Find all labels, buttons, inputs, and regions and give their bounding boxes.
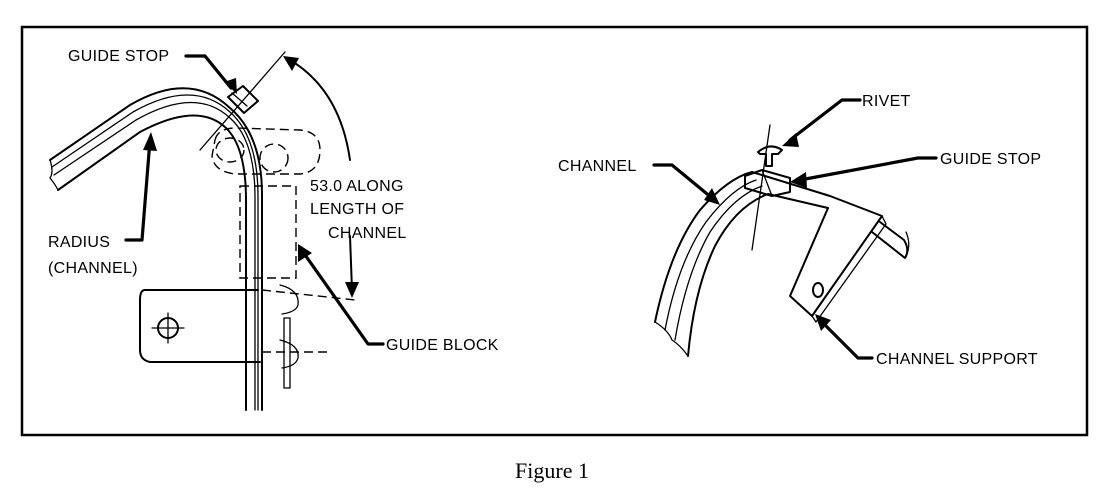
- label-radius: RADIUS: [48, 234, 110, 251]
- label-guide-stop-right: GUIDE STOP: [940, 151, 1041, 168]
- channel-support-arrow: [815, 314, 831, 331]
- left-view: GUIDE STOP RADIUS (CHANNEL) 53.0 ALONG L…: [48, 48, 499, 411]
- pin-lower: [279, 339, 299, 369]
- channel-slot: [283, 317, 291, 389]
- rivet-arrow: [782, 133, 799, 147]
- guide-stop-block: [227, 85, 259, 114]
- channel-groove-r1: [664, 179, 757, 331]
- channel-break-right: [654, 321, 689, 357]
- plate-extension-dashed: [261, 289, 356, 301]
- label-guide-stop-left: GUIDE STOP: [68, 48, 169, 65]
- bracket-thickness: [811, 215, 887, 323]
- channel-support-bracket: [789, 195, 883, 317]
- guide-block-arrow: [298, 244, 312, 262]
- channel-groove-r2: [674, 185, 763, 341]
- label-dimension-line2: LENGTH OF: [310, 201, 404, 218]
- label-channel: CHANNEL: [558, 158, 637, 175]
- channel-break-end: [49, 159, 59, 191]
- guide-block-plate: [139, 289, 261, 363]
- channel-groove-2: [51, 94, 259, 411]
- radius-arrow: [143, 132, 157, 151]
- channel-support-leader: [820, 320, 874, 360]
- dimension-line-lower: [349, 235, 353, 291]
- label-dimension-line1: 53.0 ALONG: [310, 178, 404, 195]
- dimension-arrow-top: [283, 56, 299, 71]
- channel-groove: [53, 101, 256, 411]
- label-rivet: RIVET: [862, 93, 911, 110]
- guide-block-leader: [301, 250, 385, 346]
- label-dimension-line3: CHANNEL: [328, 225, 407, 242]
- guide-stop-edge: [761, 169, 773, 197]
- guide-stop-leader-right: [798, 156, 938, 182]
- label-channel-support: CHANNEL SUPPORT: [876, 351, 1038, 368]
- radius-leader: [124, 138, 152, 242]
- guide-stop-leader: [184, 54, 233, 90]
- label-radius-channel: (CHANNEL): [48, 260, 138, 277]
- rivet: [757, 145, 783, 167]
- bracket-hole: [812, 282, 824, 298]
- guide-block-dashed: [239, 185, 297, 279]
- channel-inner-curve: [687, 193, 829, 357]
- guide-block-rotated-dashed: [211, 127, 321, 175]
- pin-upper: [279, 284, 299, 315]
- support-arm: [871, 221, 909, 259]
- channel-inner-wall: [57, 114, 247, 411]
- rivet-axis-line: [751, 124, 771, 251]
- channel-outer-wall: [49, 87, 263, 411]
- channel-arrow: [704, 188, 720, 205]
- guide-stop-arrow: [224, 78, 237, 94]
- right-view: RIVET CHANNEL GUIDE STOP CHANNEL SUPPORT: [558, 93, 1041, 368]
- dimension-arrow-bottom: [345, 282, 359, 298]
- rotated-pin-dashed-2: [215, 137, 245, 163]
- channel-leader: [652, 163, 714, 200]
- channel-outer-curve: [654, 171, 831, 323]
- guide-stop-arrow-right: [790, 172, 807, 188]
- angle-reference-line: [199, 51, 286, 151]
- figure-frame: [20, 25, 1089, 437]
- guide-stop-detail: [231, 92, 248, 107]
- label-guide-block: GUIDE BLOCK: [386, 337, 499, 354]
- dimension-arc: [289, 59, 351, 161]
- rotated-pin-dashed: [259, 143, 289, 173]
- rivet-leader: [788, 98, 862, 142]
- support-arm-break: [904, 231, 910, 259]
- figure-caption: Figure 1: [515, 458, 589, 483]
